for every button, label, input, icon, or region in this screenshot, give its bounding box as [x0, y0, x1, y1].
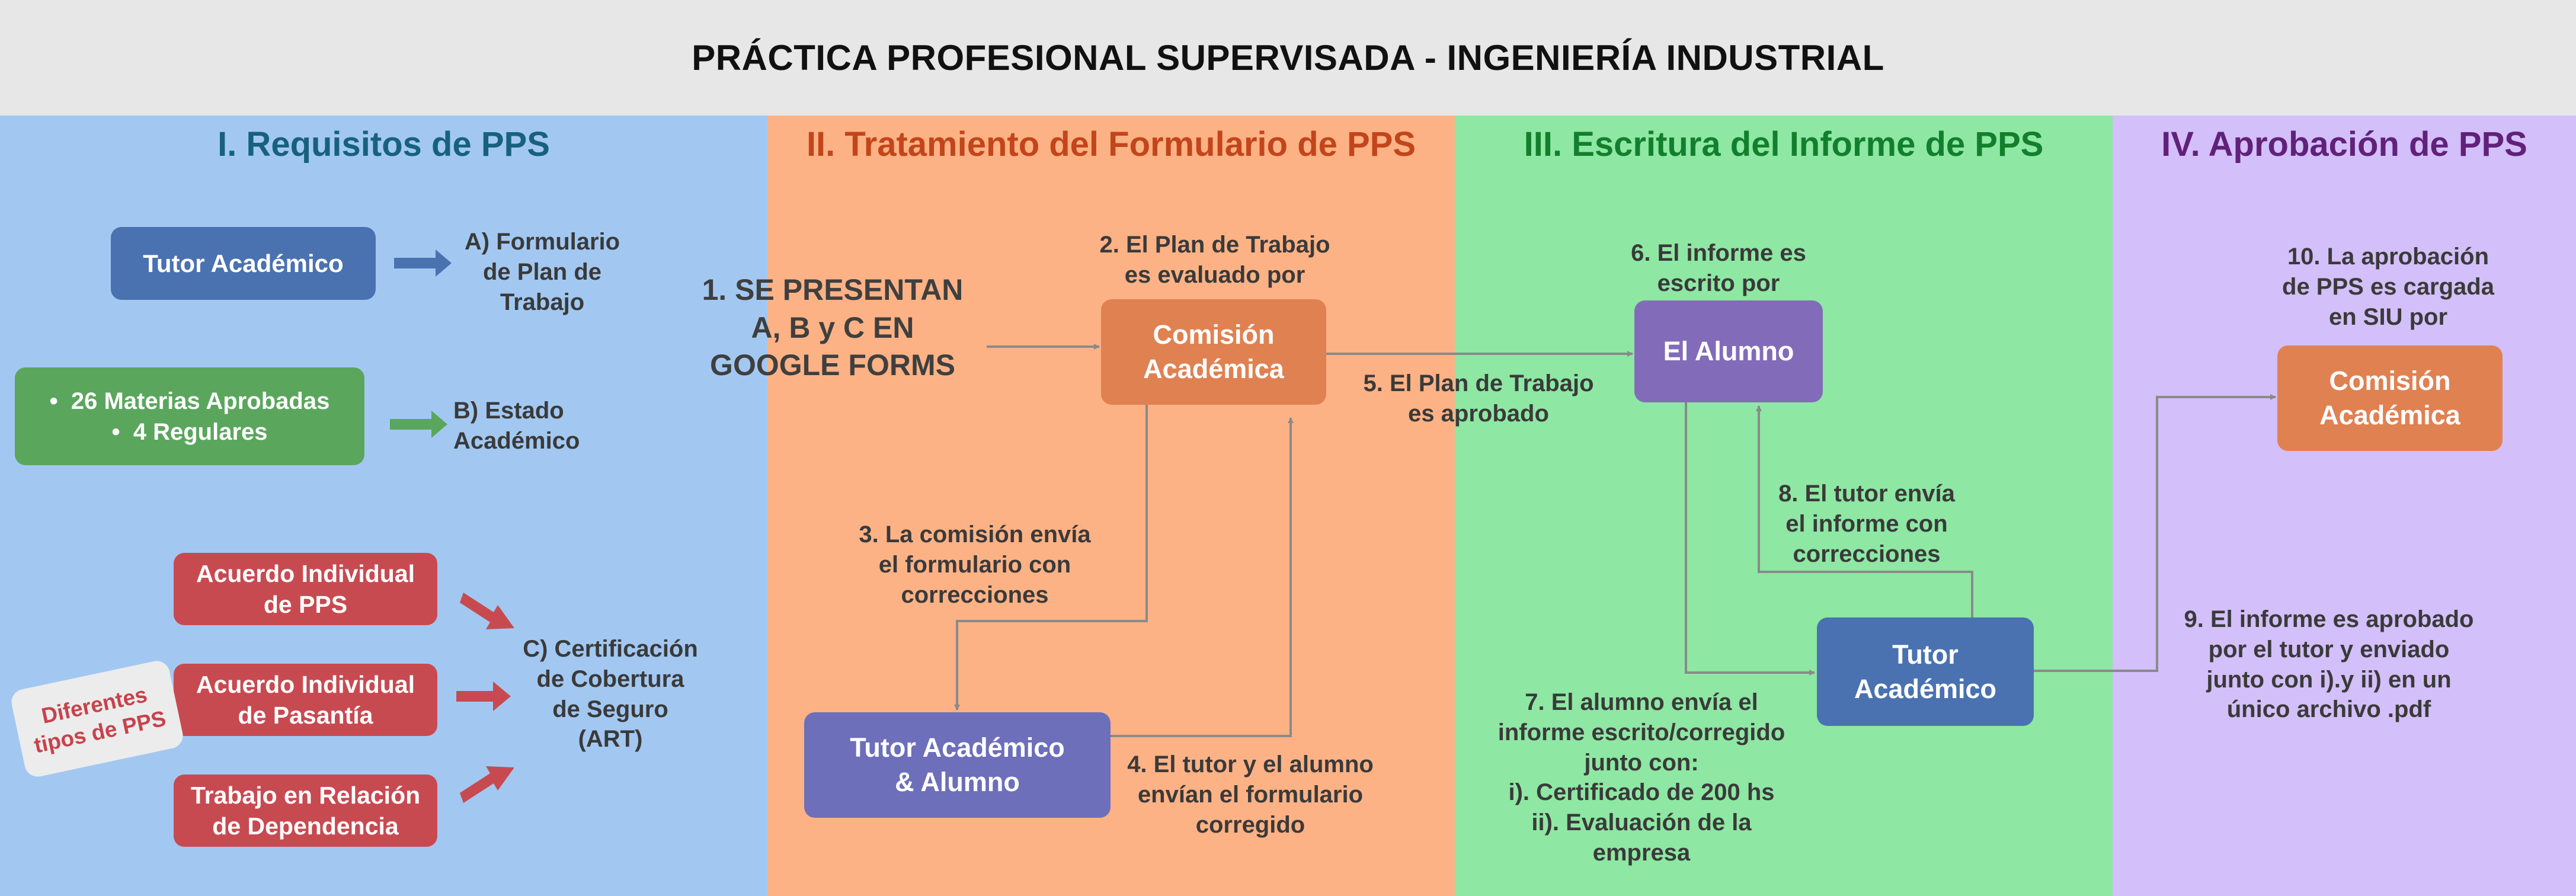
- arrow-tutor-to-formulario: [394, 249, 452, 277]
- comision-academica-iv-box: Comisión Académica: [2277, 345, 2503, 451]
- tutor-academico-iii-box: Tutor Académico: [1817, 617, 2034, 726]
- section-4-column: [2113, 116, 2576, 896]
- arrow-alumno-to-tutor: [1685, 402, 1815, 676]
- header-bar: PRÁCTICA PROFESIONAL SUPERVISADA - INGEN…: [0, 0, 2576, 116]
- page-title: PRÁCTICA PROFESIONAL SUPERVISADA - INGEN…: [692, 38, 1884, 78]
- tutor-academico-label: Tutor Académico: [143, 249, 344, 277]
- arrow-pasantia-to-certificacion: [456, 681, 511, 711]
- label-formulario-plan: A) Formulario de Plan de Trabajo: [464, 229, 620, 315]
- arrow-materias-to-estado: [390, 411, 447, 438]
- materias-item-1: • 26 Materias Aprobadas: [49, 388, 330, 414]
- label-evaluado-por: 2. El Plan de Trabajo es evaluado por: [1099, 232, 1330, 288]
- trabajo-relacion-box: Trabajo en Relación de Dependencia: [174, 775, 437, 847]
- section-3-column: [1455, 116, 2113, 896]
- arrow-tutor-to-alumno: [1756, 405, 1973, 617]
- tutor-academico-box: Tutor Académico: [111, 227, 376, 300]
- arrow-trabajo-to-certificacion: [460, 766, 514, 803]
- comision-academica-box: Comisión Académica: [1101, 299, 1326, 405]
- label-plan-aprobado: 5. El Plan de Trabajo es aprobado: [1363, 370, 1594, 427]
- label-envian-corregido: 4. El tutor y el alumno envían el formul…: [1127, 751, 1374, 838]
- acuerdo-pps-box: Acuerdo Individual de PPS: [174, 553, 437, 625]
- section-1-title: I. Requisitos de PPS: [217, 125, 550, 164]
- label-tutor-envia: 8. El tutor envía el informe con correcc…: [1778, 481, 1955, 567]
- arrow-comision-to-tutor-alumno: [954, 403, 1148, 711]
- label-certificacion: C) Certificación de Cobertura de Seguro …: [523, 636, 698, 753]
- label-envia-correcciones: 3. La comisión envía el formulario con c…: [859, 521, 1091, 608]
- materias-item-2: • 4 Regulares: [111, 418, 268, 445]
- section-3-title: III. Escritura del Informe de PPS: [1524, 125, 2044, 164]
- arrow-tutor-to-comision-iv: [2034, 394, 2276, 672]
- arrow-tutor-alumno-to-comision: [1111, 417, 1294, 737]
- label-cargada-siu: 10. La aprobación de PPS es cargada en S…: [2282, 244, 2494, 330]
- label-alumno-envia: 7. El alumno envía el informe escrito/co…: [1497, 689, 1785, 866]
- acuerdo-pasantia-box: Acuerdo Individual de Pasantía: [174, 664, 437, 736]
- arrow-acuerdo-pps-to-certificacion: [460, 593, 514, 629]
- section-4-title: IV. Aprobación de PPS: [2161, 125, 2527, 164]
- section-2-title: II. Tratamiento del Formulario de PPS: [806, 125, 1416, 164]
- el-alumno-box: El Alumno: [1634, 300, 1823, 402]
- label-presentan: 1. SE PRESENTAN A, B y C EN GOOGLE FORMS: [702, 273, 964, 382]
- label-escrito-por: 6. El informe es escrito por: [1631, 240, 1806, 296]
- label-estado-academico: B) Estado Académico: [453, 398, 580, 454]
- el-alumno-label: El Alumno: [1663, 336, 1794, 367]
- tutor-alumno-box: Tutor Académico & Alumno: [804, 712, 1111, 818]
- label-informe-aprobado: 9. El informe es aprobado por el tutor y…: [2184, 606, 2474, 723]
- materias-box: • 26 Materias Aprobadas • 4 Regulares: [15, 367, 364, 465]
